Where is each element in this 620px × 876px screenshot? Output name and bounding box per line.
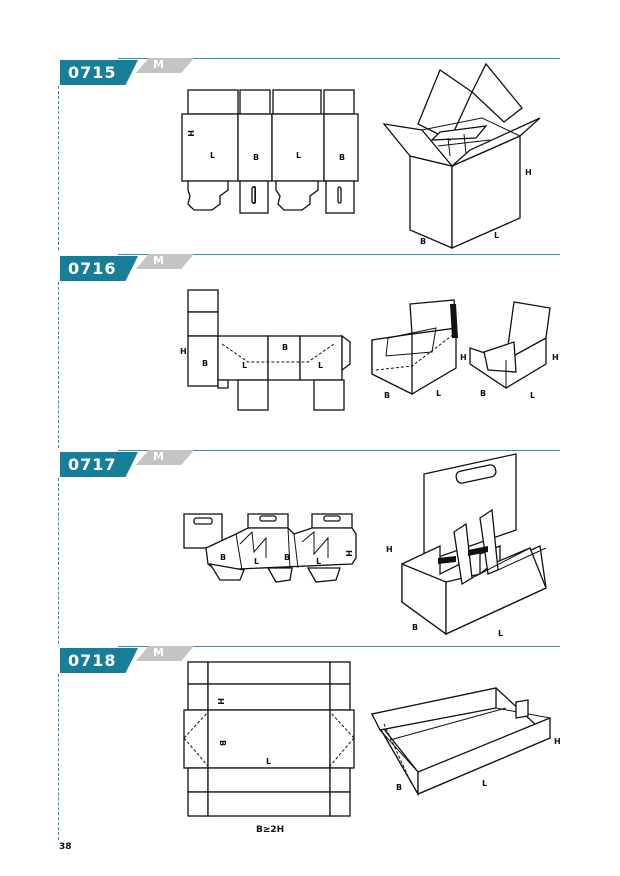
section-0715: 0715 M H L B L B H B L — [0, 58, 620, 253]
net-breadth-label-1: B — [253, 153, 259, 162]
net-height-label: H — [344, 550, 353, 557]
net-breadth-label-1: B — [202, 359, 208, 368]
view-length-label: L — [530, 391, 535, 400]
style-code: 0717 — [68, 455, 117, 474]
view-height-label: H — [552, 353, 559, 362]
net-length-label-2: L — [316, 557, 321, 566]
display-view-0716-a: H B L — [371, 299, 467, 400]
style-code: 0718 — [68, 651, 117, 670]
section-rule — [118, 58, 560, 59]
grade-label: M — [153, 450, 164, 463]
net-height-label: H — [186, 130, 195, 137]
tray-view-0718: H B L — [370, 687, 561, 797]
net-breadth-label-2: B — [339, 153, 345, 162]
view-height-label: H — [554, 737, 561, 746]
code-tab — [60, 452, 138, 477]
section-0716: 0716 M H B L B L H B L H B L — [0, 254, 620, 449]
carton-view-0715: H B L — [382, 62, 541, 249]
dimension-condition: B≥2H — [256, 825, 284, 835]
code-tab — [60, 648, 138, 673]
view-breadth-label: B — [480, 389, 486, 398]
grade-label: M — [153, 646, 164, 659]
section-margin-dashes — [58, 478, 59, 644]
section-0718: 0718 M H B L B≥2H H B L — [0, 646, 620, 846]
section-rule — [118, 646, 560, 647]
grade-tab — [136, 254, 194, 269]
grade-label: M — [153, 58, 164, 71]
view-length-label: L — [436, 389, 441, 398]
view-length-label: L — [494, 231, 499, 240]
view-breadth-label: B — [396, 783, 402, 792]
net-breadth-label: B — [218, 740, 227, 746]
net-breadth-label-2: B — [282, 343, 288, 352]
view-height-label: H — [525, 168, 532, 177]
view-length-label: L — [482, 779, 487, 788]
page-number: 38 — [59, 842, 72, 852]
net-length-label-1: L — [242, 361, 247, 370]
dieline-net-0716: H B L B L — [180, 289, 351, 411]
dieline-net-0717: B L B L H — [183, 513, 357, 583]
net-length-label-1: L — [210, 151, 215, 160]
section-margin-dashes — [58, 282, 59, 448]
style-code: 0715 — [68, 63, 117, 82]
net-breadth-label-1: B — [220, 553, 226, 562]
style-code: 0716 — [68, 259, 117, 278]
section-0717: 0717 M B L B L H H B L — [0, 450, 620, 645]
net-breadth-label-2: B — [284, 553, 290, 562]
net-height-label: H — [180, 347, 187, 356]
display-view-0716-b: H B L — [469, 301, 559, 400]
view-height-label: H — [386, 545, 393, 554]
net-length-label-2: L — [296, 151, 301, 160]
section-rule — [118, 450, 560, 451]
view-breadth-label: B — [420, 237, 426, 246]
dieline-net-0718: H B L B≥2H — [183, 661, 355, 835]
code-tab — [60, 60, 138, 85]
section-margin-dashes — [58, 86, 59, 250]
code-tab — [60, 256, 138, 281]
view-breadth-label: B — [412, 623, 418, 632]
grade-tab — [136, 646, 194, 661]
carrier-view-0717: H B L — [386, 453, 547, 638]
section-margin-dashes — [58, 674, 59, 840]
grade-tab — [136, 58, 194, 73]
grade-tab — [136, 450, 194, 465]
view-height-label: H — [460, 353, 467, 362]
net-length-label: L — [266, 757, 271, 766]
net-length-label-1: L — [254, 557, 259, 566]
section-rule — [118, 254, 560, 255]
net-length-label-2: L — [318, 361, 323, 370]
view-length-label: L — [498, 629, 503, 638]
dieline-net-0715: H L B L B — [181, 89, 359, 214]
grade-label: M — [153, 254, 164, 267]
net-height-label: H — [216, 698, 225, 705]
view-breadth-label: B — [384, 391, 390, 400]
